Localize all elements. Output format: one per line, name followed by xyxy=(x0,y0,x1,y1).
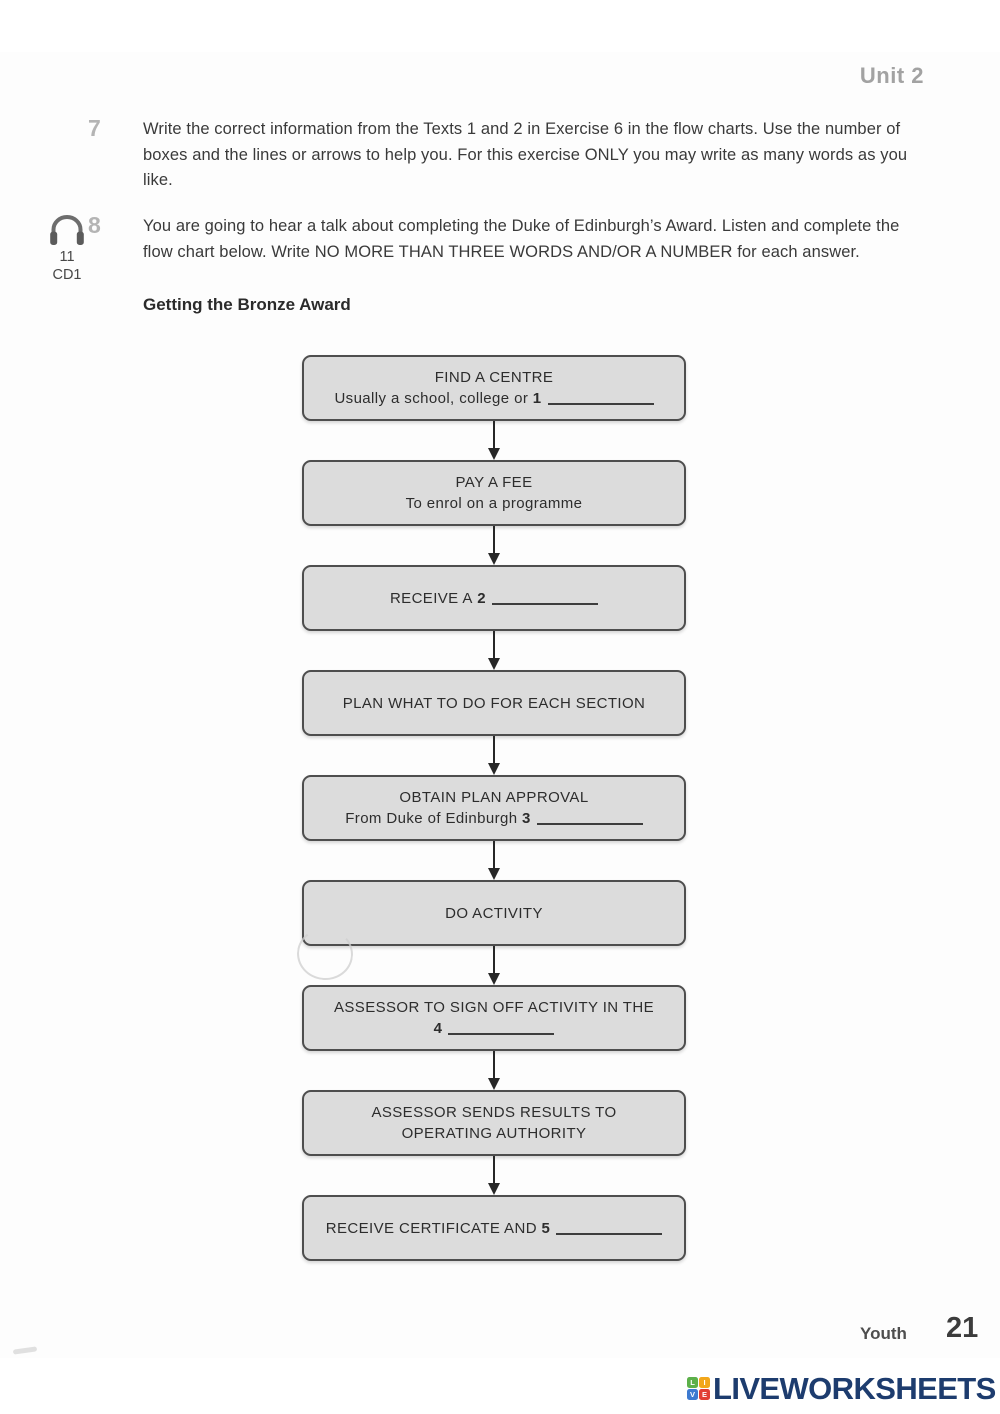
arrowhead-icon xyxy=(488,1078,500,1090)
brand-tile-v: V xyxy=(687,1389,698,1400)
flow-box-line: OPERATING AUTHORITY xyxy=(401,1125,587,1142)
exercise-7-number: 7 xyxy=(88,115,101,141)
unit-label: Unit 2 xyxy=(859,63,924,88)
flow-box-step-4: PLAN WHAT TO DO FOR EACH SECTION xyxy=(302,670,686,736)
exercise-8-instructions: You are going to hear a talk about compl… xyxy=(143,217,900,261)
footer-section-label: Youth xyxy=(860,1324,907,1343)
flow-arrow-down xyxy=(302,736,686,775)
answer-number: 1 xyxy=(528,390,542,407)
flow-box-line: 4 xyxy=(434,1018,555,1039)
answer-blank[interactable] xyxy=(492,590,599,605)
arrowhead-icon xyxy=(488,553,500,565)
answer-blank[interactable] xyxy=(536,810,643,825)
flow-box-line: From Duke of Edinburgh 3 xyxy=(345,808,643,829)
arrowhead-icon xyxy=(488,1183,500,1195)
flow-box-line: PAY A FEE xyxy=(455,474,533,491)
flow-box-step-8: ASSESSOR SENDS RESULTS TO OPERATING AUTHO… xyxy=(302,1090,686,1156)
answer-number: 4 xyxy=(433,1020,443,1037)
flow-box-step-6: DO ACTIVITY xyxy=(302,880,686,946)
arrowhead-icon xyxy=(488,763,500,775)
flow-box-line: ASSESSOR TO SIGN OFF ACTIVITY IN THE xyxy=(333,999,655,1016)
brand-tile-e: E xyxy=(699,1389,710,1400)
answer-blank[interactable] xyxy=(556,1220,663,1235)
flow-box-step-2: PAY A FEE To enrol on a programme xyxy=(302,460,686,526)
flowchart-title: Getting the Bronze Award xyxy=(143,295,351,314)
audio-track-number: 11 xyxy=(59,249,75,265)
footer-page-number: 21 xyxy=(946,1312,979,1344)
flow-box-step-7: ASSESSOR TO SIGN OFF ACTIVITY IN THE 4 xyxy=(302,985,686,1051)
arrowhead-icon xyxy=(488,658,500,670)
answer-number: 2 xyxy=(472,589,487,607)
answer-number: 3 xyxy=(517,810,531,827)
flow-box-step-9: RECEIVE CERTIFICATE AND 5 xyxy=(302,1195,686,1261)
audio-cluster: 11 CD1 xyxy=(45,212,89,284)
arrowhead-icon xyxy=(488,868,500,880)
flow-box-line: DO ACTIVITY xyxy=(445,904,543,922)
flow-box-step-1: FIND A CENTRE Usually a school, college o… xyxy=(302,355,686,421)
exercise-8-number: 8 xyxy=(88,212,101,238)
arrowhead-icon xyxy=(488,973,500,985)
flow-arrow-down xyxy=(302,421,686,460)
flow-box-line: To enrol on a programme xyxy=(405,495,583,512)
arrowhead-icon xyxy=(488,448,500,460)
flow-box-line: FIND A CENTRE xyxy=(434,369,554,386)
flow-arrow-down xyxy=(302,631,686,670)
liveworksheets-wordmark: LIVEWORKSHEETS xyxy=(713,1371,996,1406)
flow-box-line: RECEIVE CERTIFICATE AND 5 xyxy=(326,1218,663,1239)
flow-box-line: ASSESSOR SENDS RESULTS TO xyxy=(371,1104,617,1121)
flow-box-line: PLAN WHAT TO DO FOR EACH SECTION xyxy=(342,694,646,712)
brand-tile-i: I xyxy=(699,1377,710,1388)
flow-box-step-3: RECEIVE A 2 xyxy=(302,565,686,631)
flow-box-line: OBTAIN PLAN APPROVAL xyxy=(399,789,589,806)
flowchart: FIND A CENTRE Usually a school, college o… xyxy=(302,355,686,1261)
flow-arrow-down xyxy=(302,526,686,565)
answer-number: 5 xyxy=(536,1219,551,1237)
headphones-icon[interactable] xyxy=(45,212,89,247)
exercise-7-instructions: Write the correct information from the T… xyxy=(143,120,908,189)
audio-cd-label: CD1 xyxy=(52,267,82,283)
answer-blank[interactable] xyxy=(448,1020,555,1035)
flow-arrow-down xyxy=(302,841,686,880)
flow-arrow-down xyxy=(302,946,686,985)
flow-arrow-down xyxy=(302,1051,686,1090)
flow-arrow-down xyxy=(302,1156,686,1195)
flow-box-line: RECEIVE A 2 xyxy=(390,588,599,609)
brand-tile-l: L xyxy=(687,1377,698,1388)
answer-blank[interactable] xyxy=(547,390,654,405)
flow-box-step-5: OBTAIN PLAN APPROVAL From Duke of Edinbur… xyxy=(302,775,686,841)
flow-box-line: Usually a school, college or 1 xyxy=(334,388,654,409)
